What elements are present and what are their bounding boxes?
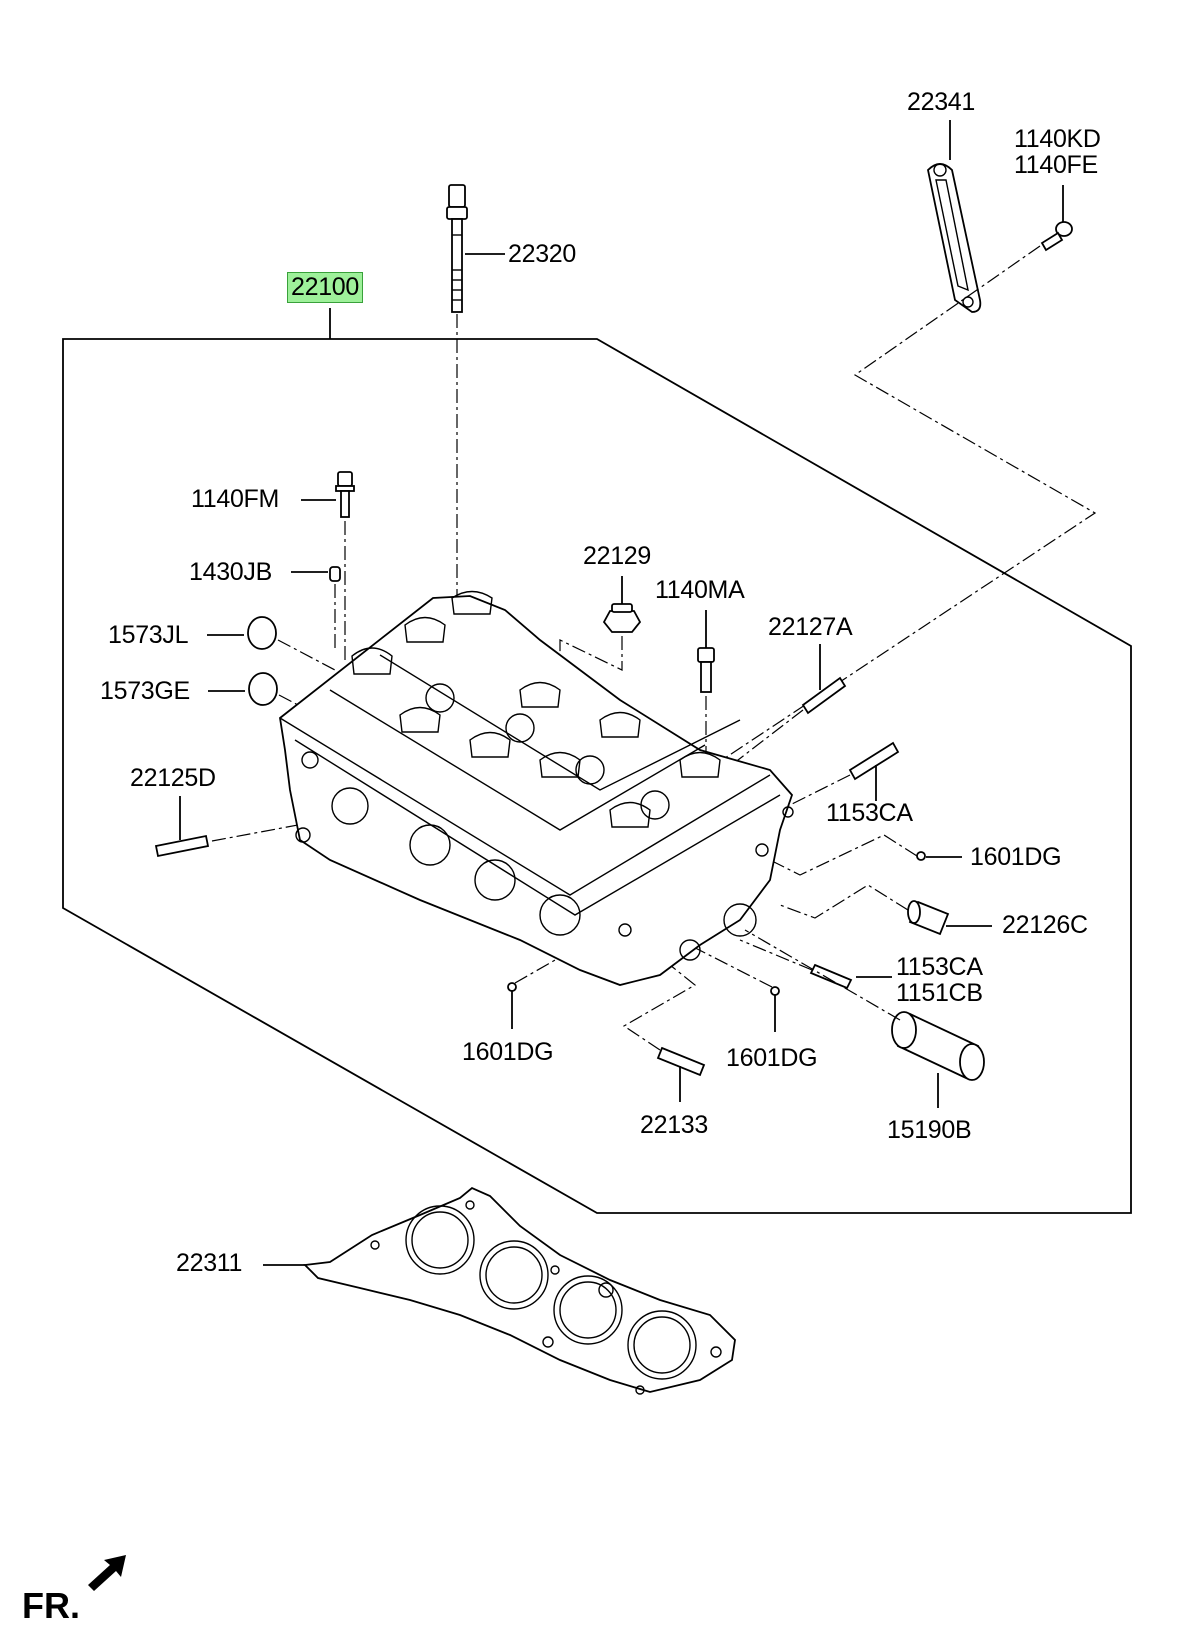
head-gasket-22311[interactable]	[303, 1186, 736, 1395]
label-1153ca-lower[interactable]: 1153CA	[896, 953, 983, 981]
label-22320[interactable]: 22320	[508, 240, 577, 268]
label-1573jl[interactable]: 1573JL	[108, 621, 189, 649]
dowel-pin-1430jb[interactable]	[329, 566, 341, 582]
label-1140fe[interactable]: 1140FE	[1014, 151, 1098, 179]
label-1430jb[interactable]: 1430JB	[189, 558, 272, 586]
label-1140kd[interactable]: 1140KD	[1014, 125, 1101, 153]
bolt-1140fm[interactable]	[335, 471, 355, 518]
label-22125d[interactable]: 22125D	[130, 764, 216, 792]
plug-1573jl[interactable]	[247, 616, 277, 650]
pin-22133[interactable]	[656, 1046, 706, 1077]
bolt-1140kd[interactable]	[1040, 221, 1073, 252]
plug-22129[interactable]	[602, 603, 642, 633]
dowel-1601dg-right[interactable]	[916, 851, 926, 861]
label-22100[interactable]: 22100	[287, 272, 364, 303]
dowel-1601dg-left[interactable]	[507, 982, 517, 992]
label-1601dg-right[interactable]: 1601DG	[970, 843, 1062, 871]
stud-22127a[interactable]	[801, 676, 847, 715]
label-1140fm[interactable]: 1140FM	[191, 485, 280, 513]
head-bolt-22320[interactable]	[446, 184, 468, 313]
label-22126c[interactable]: 22126C	[1002, 911, 1088, 939]
plug-1573ge[interactable]	[248, 672, 278, 706]
sleeve-15190b[interactable]	[891, 1011, 985, 1081]
bolt-1140ma[interactable]	[697, 647, 715, 693]
engine-hanger-22341[interactable]	[927, 163, 982, 313]
arrow-icon	[88, 1555, 126, 1591]
label-1151cb[interactable]: 1151CB	[896, 979, 983, 1007]
label-22311[interactable]: 22311	[176, 1249, 243, 1277]
dowel-1601dg-center[interactable]	[770, 986, 780, 996]
label-1601dg-center[interactable]: 1601DG	[726, 1044, 818, 1072]
label-1573ge[interactable]: 1573GE	[100, 677, 190, 705]
front-direction-label: FR.	[22, 1585, 80, 1626]
assembly-outline	[62, 338, 1132, 1214]
label-22127a[interactable]: 22127A	[768, 613, 853, 641]
cylinder-head-22100[interactable]	[279, 590, 794, 986]
stud-22125d[interactable]	[154, 834, 210, 858]
stud-1153ca-lower[interactable]	[809, 963, 853, 990]
label-22129[interactable]: 22129	[583, 542, 652, 570]
label-22133[interactable]: 22133	[640, 1111, 709, 1139]
label-1601dg-left[interactable]: 1601DG	[462, 1038, 554, 1066]
label-15190b[interactable]: 15190B	[887, 1116, 972, 1144]
stud-1153ca-upper[interactable]	[848, 741, 900, 781]
label-1140ma[interactable]: 1140MA	[655, 576, 745, 604]
sleeve-22126c[interactable]	[907, 900, 950, 936]
label-22341[interactable]: 22341	[907, 88, 976, 116]
label-1153ca-upper[interactable]: 1153CA	[826, 799, 913, 827]
